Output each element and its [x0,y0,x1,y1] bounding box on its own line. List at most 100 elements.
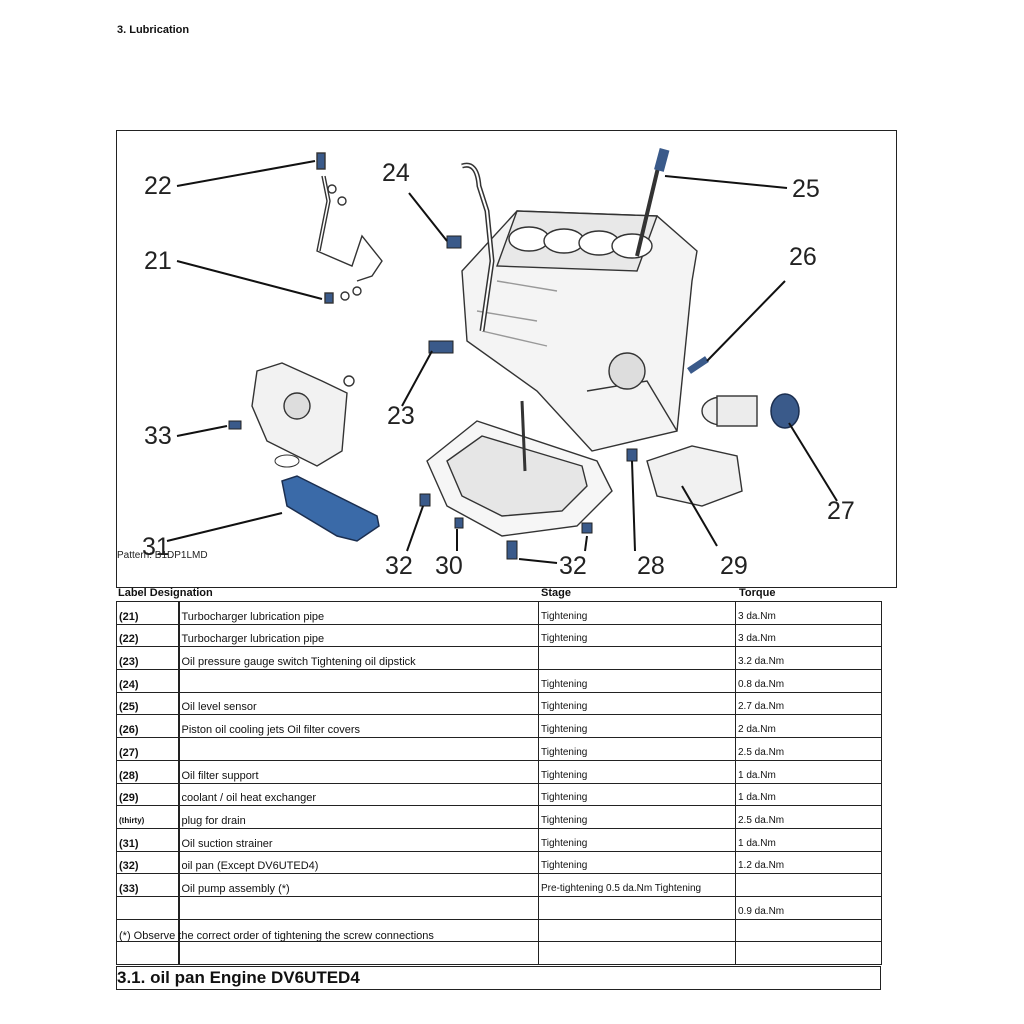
callout-32-right: 32 [559,552,587,580]
turbo-lube-pipe [316,152,383,304]
row-torque: 3.2 da.Nm [735,646,882,671]
callout-22: 22 [144,172,172,200]
empty-cell [177,941,539,965]
row-label [116,895,179,920]
row-designation [177,669,539,693]
row-label: (21) [116,601,179,625]
callout-29: 29 [720,552,748,580]
row-label: (29) [116,782,179,807]
row-label: (22) [116,623,179,648]
callout-28: 28 [637,552,665,580]
callout-26: 26 [789,243,817,271]
callout-25: 25 [792,175,820,203]
callout-31: 31 [142,533,170,561]
callout-27: 27 [827,497,855,525]
row-label: (24) [116,669,179,693]
row-designation [177,737,539,761]
callout-24: 24 [382,159,410,187]
leader-lines [166,160,838,564]
table-row: (23)Oil pressure gauge switch Tightening… [116,646,882,671]
row-label: (32) [116,850,179,875]
table-row-empty [116,918,882,943]
oil-pump [251,362,355,467]
row-label: (33) [116,873,179,897]
header-label-designation: Label Designation [118,587,213,599]
row-designation: Oil pump assembly (*) [177,873,539,897]
subsection-title: 3.1. oil pan Engine DV6UTED4 [116,966,881,990]
row-label: (27) [116,737,179,761]
engine-block [461,210,698,452]
oil-filter-cover [770,393,800,429]
row-stage: Tightening [538,759,736,784]
row-stage [538,646,736,671]
row-stage: Tightening [538,669,736,693]
row-designation: Oil filter support [177,759,539,784]
empty-cell [538,918,736,943]
row-designation [177,895,539,920]
row-torque: 2.7 da.Nm [735,691,882,716]
callout-33: 33 [144,422,172,450]
row-stage: Pre-tightening 0.5 da.Nm Tightening [538,873,736,897]
section-title: 3. Lubrication [117,24,190,36]
row-torque: 2 da.Nm [735,714,882,739]
row-stage: Tightening [538,691,736,716]
row-torque: 1.2 da.Nm [735,850,882,875]
callout-21: 21 [144,247,172,275]
row-stage: Tightening [538,827,736,852]
row-label: (thirty) [116,805,179,829]
oil-filter-assembly [646,395,758,507]
header-stage: Stage [541,587,571,599]
row-stage: Tightening [538,805,736,829]
empty-cell [538,941,736,965]
pattern-reference: Pattern: B1DP1LMD [117,550,208,561]
oil-suction-strainer [281,475,380,542]
row-designation: Oil pressure gauge switch Tightening oil… [177,646,539,671]
row-torque: 1 da.Nm [735,827,882,852]
exploded-parts-diagram: 22 21 24 25 26 23 33 27 31 32 30 32 28 2… [116,130,897,588]
row-torque: 0.8 da.Nm [735,669,882,693]
table-row: (26)Piston oil cooling jets Oil filter c… [116,714,882,739]
row-torque: 3 da.Nm [735,601,882,625]
tightening-order-note: (*) Observe the correct order of tighten… [119,930,434,942]
row-designation: Turbocharger lubrication pipe [177,623,539,648]
table-row: 0.9 da.Nm [116,895,882,920]
row-stage [538,895,736,920]
empty-cell [735,918,882,943]
callout-30: 30 [435,552,463,580]
row-designation: Oil level sensor [177,691,539,716]
row-stage: Tightening [538,623,736,648]
row-designation: plug for drain [177,805,539,829]
callout-23: 23 [387,402,415,430]
row-label: (31) [116,827,179,852]
row-stage: Tightening [538,782,736,807]
row-label: (28) [116,759,179,784]
diagram-drawing: 22 21 24 25 26 23 33 27 31 32 30 32 28 2… [142,148,855,580]
row-torque: 2.5 da.Nm [735,737,882,761]
row-designation: coolant / oil heat exchanger [177,782,539,807]
row-torque: 1 da.Nm [735,759,882,784]
row-stage: Tightening [538,850,736,875]
oil-pan [426,400,613,537]
row-label: (25) [116,691,179,716]
empty-cell [735,941,882,965]
row-label: (23) [116,646,179,671]
row-stage: Tightening [538,601,736,625]
table-row: (33)Oil pump assembly (*)Pre-tightening … [116,873,882,897]
row-torque [735,873,882,897]
row-designation: Piston oil cooling jets Oil filter cover… [177,714,539,739]
row-label: (26) [116,714,179,739]
row-designation: oil pan (Except DV6UTED4) [177,850,539,875]
row-designation: Oil suction strainer [177,827,539,852]
row-torque: 3 da.Nm [735,623,882,648]
